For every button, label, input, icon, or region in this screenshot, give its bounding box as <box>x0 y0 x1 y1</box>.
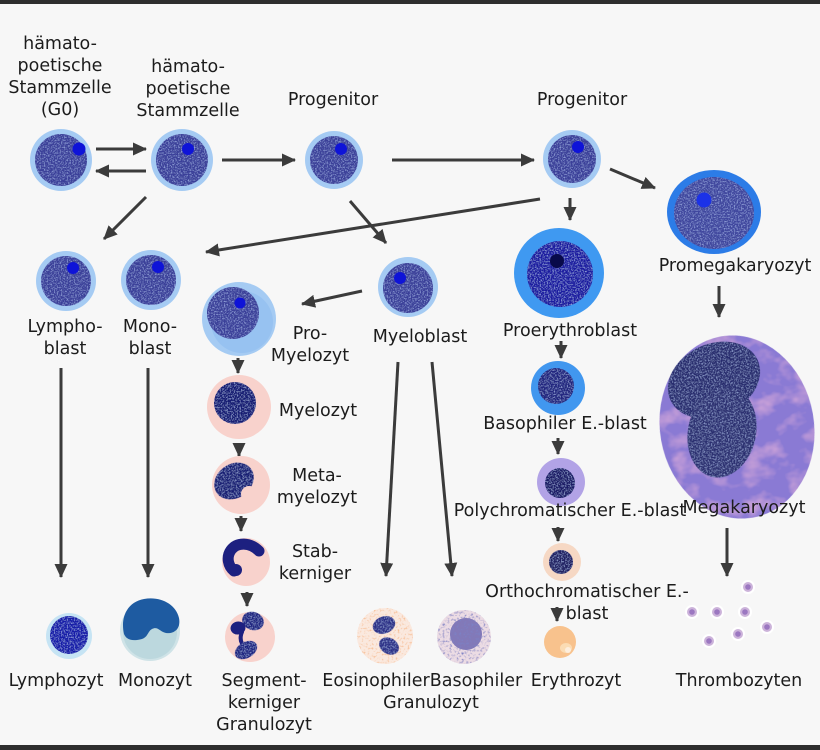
myeloblast-cell <box>378 257 438 317</box>
arrow-myeloblast-to-basophiler-granulozyt <box>430 361 458 577</box>
erythrozyt-cell <box>544 626 576 658</box>
monoblast-cell <box>121 250 181 310</box>
arrows-layer <box>54 142 734 622</box>
thrombozyten-cells <box>685 580 774 648</box>
arrow-hsc-to-lymphoblast <box>102 195 148 241</box>
polychromatischer-eblast-cell <box>537 458 585 506</box>
stabkerniger-cell <box>222 538 270 586</box>
top-border <box>0 0 820 4</box>
cells-layer <box>30 129 815 664</box>
segmentkerniger-cell <box>225 611 275 662</box>
arrow-progenitor-1-to-myeloblast <box>348 200 388 244</box>
arrow-myeloblast-to-promyelozyt <box>301 289 363 308</box>
proerythroblast-cell <box>514 228 604 318</box>
hsc-cell <box>151 129 213 191</box>
basophiler-granulozyt-cell <box>437 610 491 664</box>
lymphozyt-cell <box>46 613 92 659</box>
arrow-myeloblast-to-eosinophiler-granulozyt <box>380 361 400 577</box>
arrow-progenitor-2-to-promyelozyt <box>205 197 541 257</box>
monozyt-cell <box>120 598 180 661</box>
metamyelozyt-cell <box>212 456 270 514</box>
progenitor-2-cell <box>543 130 601 188</box>
promyelozyt-cell <box>202 282 276 356</box>
myelozyt-cell <box>207 375 271 439</box>
basophiler-eblast-cell <box>531 361 585 415</box>
hsc-g0-cell <box>30 129 92 191</box>
lymphoblast-cell <box>36 251 96 311</box>
progenitor-1-cell <box>305 131 363 189</box>
arrow-progenitor-2-to-promegakaryozyt <box>609 167 656 190</box>
megakaryozyt-cell <box>659 335 815 519</box>
orthochromatischer-eblast-cell <box>543 543 581 581</box>
promegakaryozyt-cell <box>667 170 761 254</box>
bottom-border <box>0 745 820 750</box>
eosinophiler-granulozyt-cell <box>357 608 413 664</box>
